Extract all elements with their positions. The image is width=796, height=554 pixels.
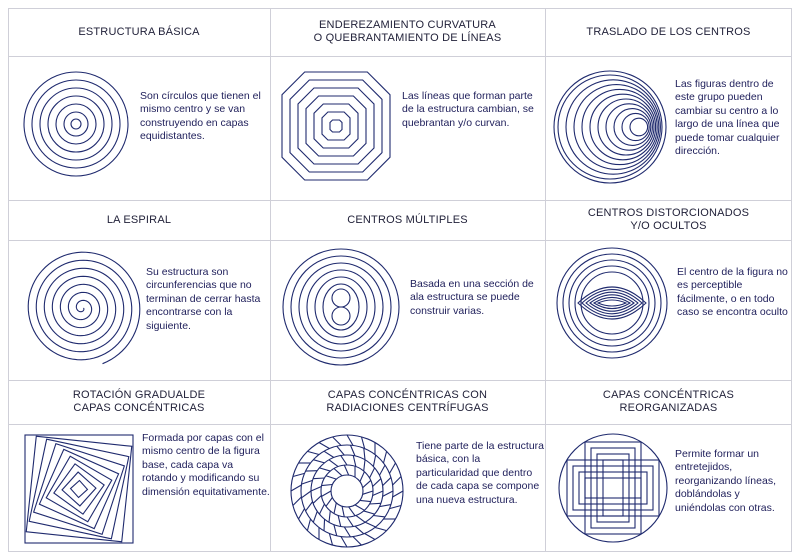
row-divider — [8, 240, 792, 241]
cell-traslado-centros: TRASLADO DE LOS CENTROS Las figuras dent… — [545, 8, 792, 200]
row-divider — [8, 424, 792, 425]
shifted-centers-icon — [553, 70, 667, 184]
distorted-centers-icon — [556, 247, 668, 359]
cell-title: CENTROS MÚLTIPLES — [347, 213, 468, 226]
cell-title: TRASLADO DE LOS CENTROS — [586, 25, 751, 38]
column-divider — [270, 8, 271, 552]
cell-title: LA ESPIRAL — [106, 213, 172, 226]
cell-description: El centro de la figura no es perceptible… — [677, 266, 788, 319]
row-divider — [8, 380, 792, 381]
cell-centros-multiples: CENTROS MÚLTIPLES Basada en una sección … — [270, 200, 545, 380]
cell-la-espiral: LA ESPIRAL Su estructura son circunferen… — [8, 200, 270, 380]
concentric-octagons-icon — [281, 71, 391, 181]
interlaced-layers-icon — [558, 433, 668, 543]
cell-description: Las líneas que forman parte de la estruc… — [402, 90, 534, 129]
multiple-centers-icon — [282, 248, 400, 366]
table-frame — [8, 8, 792, 552]
cell-description: Tiene parte de la estructura básica, con… — [416, 440, 545, 506]
cell-description: Su estructura son circunferencias que no… — [146, 266, 261, 332]
row-divider — [8, 200, 792, 201]
cell-estructura-basica: ESTRUCTURA BÁSICA Son círculos que tiene… — [8, 8, 270, 200]
column-divider — [545, 8, 546, 552]
rotating-squares-icon — [24, 434, 134, 544]
radiating-layers-icon — [290, 434, 404, 548]
cell-description: Basada en una sección de ala estructura … — [410, 278, 534, 317]
row-divider — [8, 56, 792, 57]
spiral-icon — [27, 251, 141, 365]
cell-title: ESTRUCTURA BÁSICA — [78, 25, 200, 38]
cell-description: Son círculos que tienen el mismo centro … — [140, 90, 261, 143]
concentric-circles-icon — [23, 71, 129, 177]
cell-description: Las figuras dentro de este grupo pueden … — [675, 78, 780, 158]
cell-description: Permite formar un entretejidos, reorgani… — [675, 448, 776, 514]
cell-description: Formada por capas con el mismo centro de… — [142, 432, 270, 498]
